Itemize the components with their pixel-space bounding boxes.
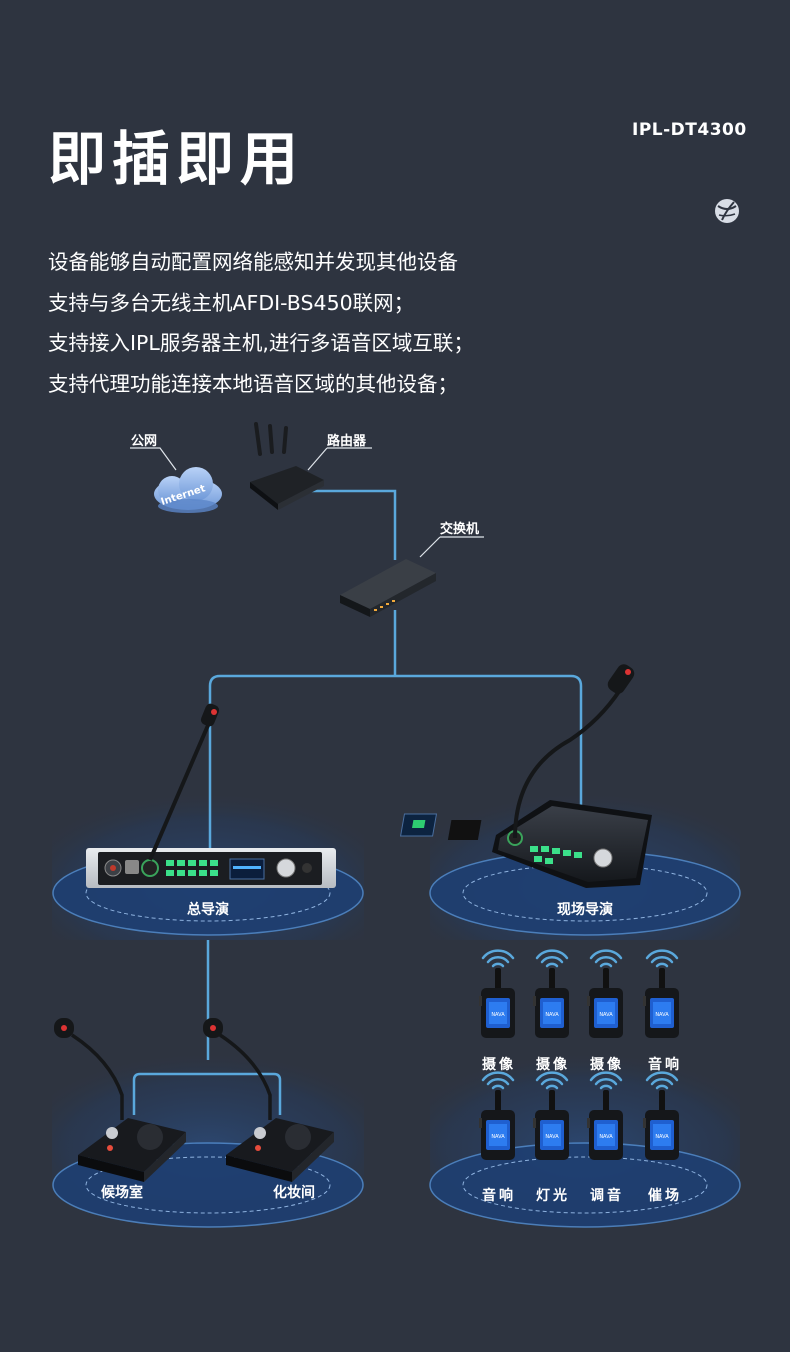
walkie-talkie-icon: NAVA — [587, 1071, 623, 1160]
zone-label-waiting-room: 候场室 — [101, 1185, 143, 1201]
device-brand: NAVA — [491, 1134, 505, 1140]
connection-lines — [132, 489, 583, 1115]
radio-tag: 音响 — [648, 1057, 682, 1073]
callout-lines — [130, 447, 484, 558]
device-brand: NAVA — [545, 1012, 559, 1018]
radio-tag: 催场 — [648, 1188, 682, 1204]
device-brand: NAVA — [599, 1012, 613, 1018]
walkie-talkie-icon: NAVA — [587, 949, 623, 1038]
device-brand: NAVA — [599, 1134, 613, 1140]
wifi-signal-icon — [645, 949, 679, 968]
radio-tag: 灯光 — [536, 1188, 570, 1204]
walkie-talkie-group: NAVA NAVA NAVA NAVA NAVA NAVA NAVA NAVA — [479, 949, 679, 1160]
internet-label: 公网 — [131, 434, 158, 449]
device-brand: NAVA — [655, 1012, 669, 1018]
feature-line: 支持接入IPL服务器主机,进行多语音区域互联； — [48, 331, 474, 355]
zone-label-main-director: 总导演 — [187, 902, 229, 918]
radio-tag: 摄像 — [590, 1057, 624, 1073]
zone-glow-radios — [429, 1050, 741, 1228]
feature-description: 设备能够自动配置网络能感知并发现其他设备 支持与多台无线主机AFDI-BS450… — [48, 242, 474, 404]
switch-icon — [340, 559, 436, 617]
radio-tag: 摄像 — [536, 1057, 570, 1073]
rack-console-icon — [86, 703, 336, 888]
desk-console-icon — [400, 664, 652, 888]
walkie-talkie-icon: NAVA — [479, 949, 515, 1038]
device-brand: NAVA — [655, 1134, 669, 1140]
wifi-signal-icon — [481, 949, 515, 968]
device-brand: NAVA — [491, 1012, 505, 1018]
model-number: IPL-DT4300 — [632, 120, 747, 140]
radio-tag: 调音 — [590, 1188, 624, 1204]
feature-line: 支持与多台无线主机AFDI-BS450联网； — [48, 290, 415, 315]
walkie-talkie-icon: NAVA — [533, 1071, 569, 1160]
wifi-signal-icon — [481, 1071, 515, 1090]
device-brand: NAVA — [545, 1134, 559, 1140]
walkie-talkie-icon: NAVA — [479, 1071, 515, 1160]
router-icon — [250, 422, 324, 510]
wifi-signal-icon — [589, 1071, 623, 1090]
brand-globe-icon — [715, 199, 739, 223]
zone-label-site-director: 现场导演 — [557, 902, 613, 918]
paging-station-icon — [54, 1018, 186, 1182]
wifi-signal-icon — [589, 949, 623, 968]
zone-label-dressing-room: 化妆间 — [273, 1185, 315, 1201]
wifi-signal-icon — [535, 949, 569, 968]
internet-cloud-icon: Internet — [154, 467, 222, 513]
switch-label: 交换机 — [440, 522, 480, 537]
wifi-signal-icon — [645, 1071, 679, 1090]
walkie-talkie-icon: NAVA — [643, 1071, 679, 1160]
router-label: 路由器 — [327, 434, 367, 449]
feature-line: 设备能够自动配置网络能感知并发现其他设备 — [48, 250, 458, 274]
wifi-signal-icon — [535, 1071, 569, 1090]
walkie-talkie-icon: NAVA — [643, 949, 679, 1038]
feature-line: 支持代理功能连接本地语音区域的其他设备； — [48, 371, 458, 396]
radio-tag: 摄像 — [482, 1057, 516, 1073]
walkie-talkie-icon: NAVA — [533, 949, 569, 1038]
paging-station-icon — [203, 1018, 334, 1182]
radio-tag: 音响 — [482, 1188, 516, 1204]
page-title: 即插即用 — [48, 125, 305, 193]
